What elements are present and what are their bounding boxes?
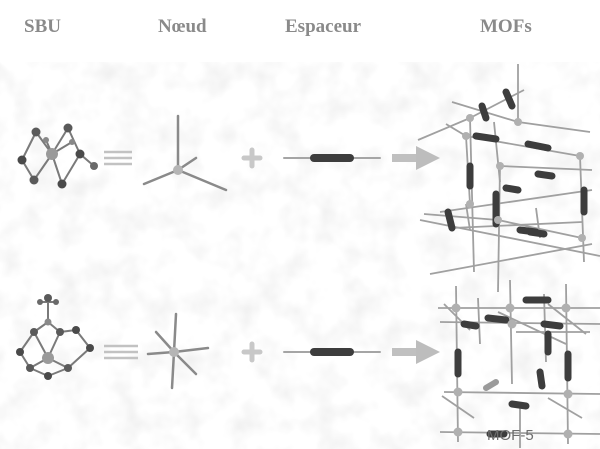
column-headers: SBU Nœud Espaceur MOFs <box>0 0 600 60</box>
mof5-label: MOF-5 <box>487 427 534 444</box>
header-mofs: MOFs <box>480 16 532 38</box>
header-sbu: SBU <box>24 16 61 38</box>
header-espaceur: Espaceur <box>285 16 361 38</box>
header-noeud: Nœud <box>158 16 207 38</box>
mof-assembly-diagram <box>0 62 600 449</box>
